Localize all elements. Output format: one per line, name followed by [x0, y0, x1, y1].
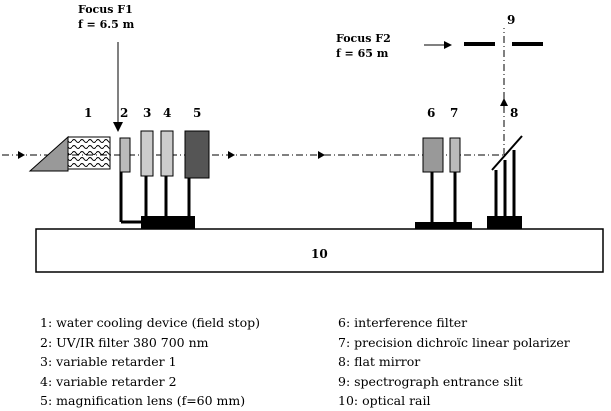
water-cooling-device — [67, 136, 111, 170]
focus-f2-arrowhead — [444, 41, 452, 49]
label-5: 5 — [193, 106, 201, 120]
flat-mirror — [491, 135, 523, 171]
legend-item: 9: spectrograph entrance slit — [338, 373, 523, 389]
optical-rail — [35, 228, 604, 273]
legend-item: 1: water cooling device (field stop) — [40, 315, 260, 330]
label-7: 7 — [450, 106, 458, 120]
label-10: 10 — [311, 247, 328, 261]
axis-arrow-2 — [228, 151, 235, 159]
legend-item: 4: variable retarder 2 — [40, 373, 177, 389]
focus-f1-value: f = 6.5 m — [78, 18, 135, 31]
axis-arrow-1 — [18, 151, 25, 159]
legend-item: 6: interference filter — [338, 315, 468, 330]
label-4: 4 — [163, 106, 171, 120]
label-3: 3 — [143, 106, 151, 120]
carrier-middle — [415, 222, 472, 229]
carrier-left — [141, 216, 195, 229]
interference-filter — [422, 137, 444, 173]
legend-item: 7: precision dichroïc linear polarizer — [338, 334, 570, 350]
label-6: 6 — [427, 106, 435, 120]
slit-left-blade — [464, 42, 495, 46]
legend-right: 6: interference filter 7: precision dich… — [338, 313, 570, 411]
variable-retarder-2 — [160, 130, 174, 177]
axis-arrow-3 — [318, 151, 325, 159]
legend-item: 8: flat mirror — [338, 354, 421, 369]
focus-f2-value: f = 65 m — [336, 47, 389, 60]
uv-ir-filter — [119, 137, 131, 173]
focus-f2-title: Focus F2 — [336, 32, 391, 45]
water-cooling-wedge — [28, 135, 69, 172]
magnification-lens — [184, 130, 210, 179]
legend-item: 3: variable retarder 1 — [40, 354, 177, 369]
label-1: 1 — [84, 106, 92, 120]
slit-right-blade — [512, 42, 543, 46]
label-2: 2 — [120, 106, 128, 120]
variable-retarder-1 — [140, 130, 154, 177]
legend-item: 2: UV/IR filter 380 700 nm — [40, 334, 209, 350]
focus-f1-arrowhead — [113, 122, 123, 132]
linear-polarizer — [449, 137, 461, 173]
legend-left: 1: water cooling device (field stop) 2: … — [40, 313, 260, 411]
legend-item: 10: optical rail — [338, 393, 431, 408]
carrier-right — [487, 216, 522, 229]
focus-f1-title: Focus F1 — [78, 3, 133, 16]
legend-item: 5: magnification lens (f=60 mm) — [40, 393, 246, 408]
label-8: 8 — [510, 106, 518, 120]
vertical-beam-arrow — [500, 98, 508, 106]
label-9: 9 — [507, 13, 515, 27]
